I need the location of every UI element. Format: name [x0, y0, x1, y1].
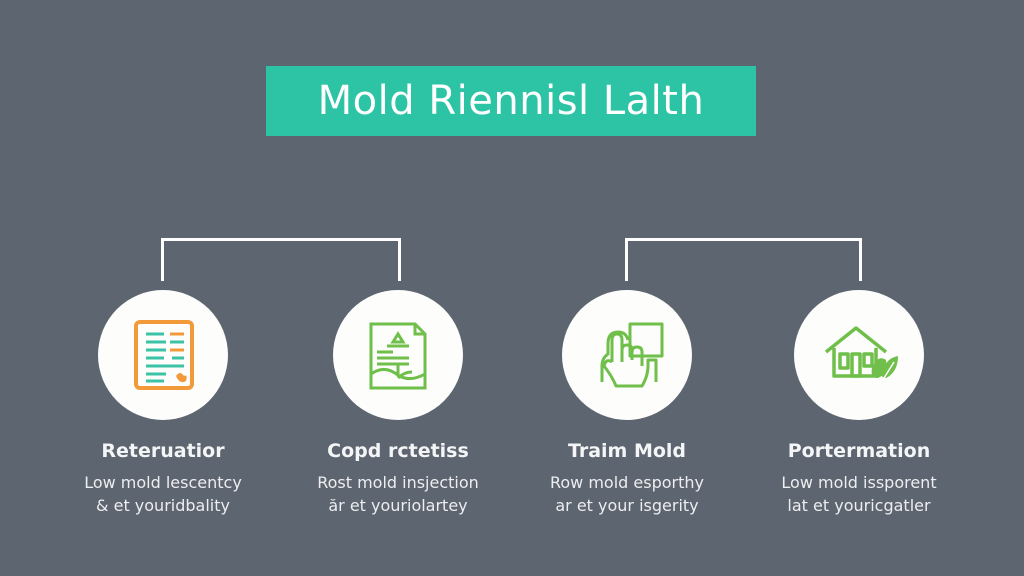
- node-title: Reteruatior: [101, 440, 225, 462]
- eco-house-icon: [824, 326, 898, 379]
- node-description: Rost mold insjection ăr et youriolartey: [278, 471, 518, 517]
- node-title: Copd rctetiss: [327, 440, 469, 462]
- node-desc-line: ar et your isgerity: [555, 496, 699, 515]
- page-title: Mold Riennisl Lalth: [266, 66, 756, 136]
- touch-screen-icon: [600, 322, 664, 388]
- document-list-icon: [134, 320, 194, 390]
- document-landscape-icon: [369, 322, 427, 390]
- node-description: Row mold esporthy ar et your isgerity: [507, 471, 747, 517]
- node-4: Portermation Low mold issporent lat et y…: [739, 290, 979, 517]
- node-title: Traim Mold: [567, 440, 687, 462]
- node-2: Copd rctetiss Rost mold insjection ăr et…: [278, 290, 518, 517]
- node-desc-line: Row mold esporthy: [549, 473, 704, 492]
- icon-circle: [333, 290, 463, 420]
- node-description: Low mold issporent lat et youricgatler: [739, 471, 979, 517]
- icon-circle: [98, 290, 228, 420]
- node-desc-line: Low mold lescentcy: [84, 473, 242, 492]
- icon-circle: [562, 290, 692, 420]
- connector-bracket-right: [625, 238, 862, 281]
- node-desc-line: lat et youricgatler: [787, 496, 931, 515]
- node-desc-line: Rost mold insjection: [317, 473, 479, 492]
- node-description: Low mold lescentcy & et youridbality: [43, 471, 283, 517]
- node-desc-line: ăr et youriolartey: [328, 496, 468, 515]
- node-title: Portermation: [787, 440, 931, 462]
- node-desc-line: & et youridbality: [96, 496, 230, 515]
- node-3: Traim Mold Row mold esporthy ar et your …: [507, 290, 747, 517]
- node-1: Reteruatior Low mold lescentcy & et your…: [43, 290, 283, 517]
- connector-bracket-left: [161, 238, 401, 281]
- icon-circle: [794, 290, 924, 420]
- node-desc-line: Low mold issporent: [781, 473, 937, 492]
